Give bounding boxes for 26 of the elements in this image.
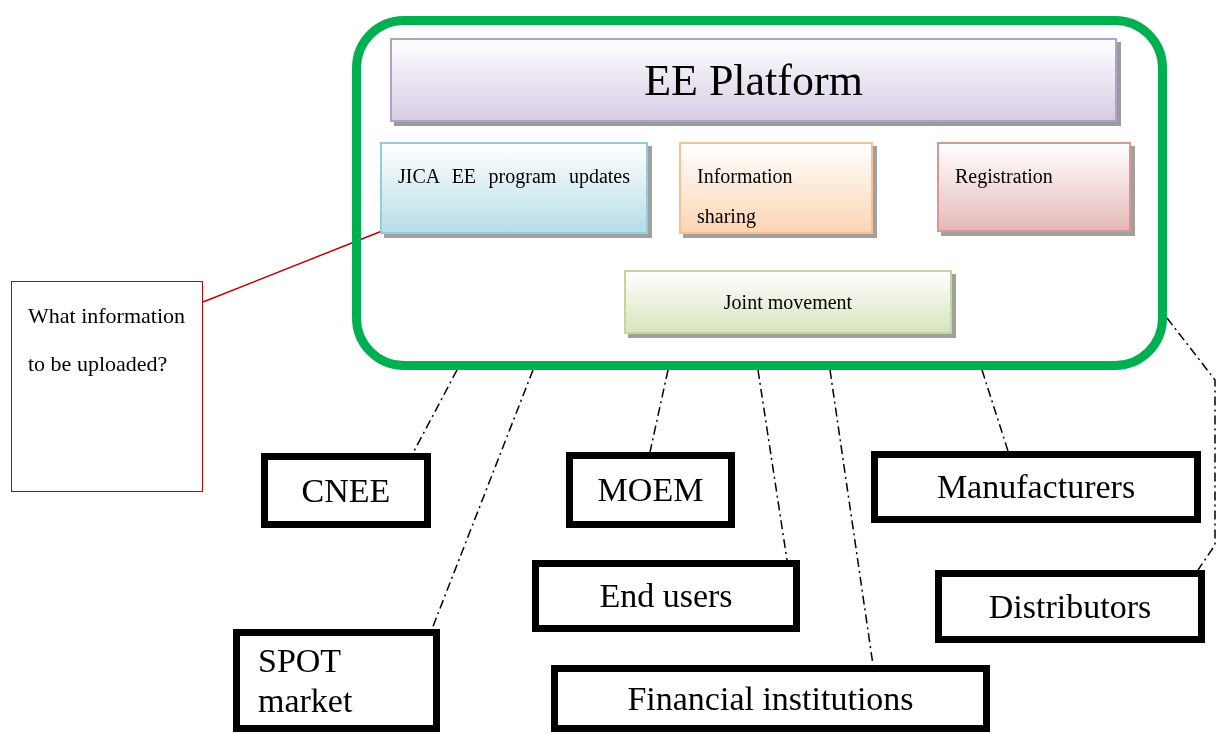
node-text: MOEM <box>597 470 704 510</box>
node-text: JICA EE program updates <box>398 164 630 190</box>
node-text: SPOT market <box>258 640 354 721</box>
node-text: Manufacturers <box>936 467 1136 507</box>
connector-line <box>649 369 669 453</box>
platform-frame <box>352 16 1167 370</box>
connector-line <box>1166 317 1216 571</box>
stakeholder-box <box>532 560 800 632</box>
node-text: Distributors <box>988 586 1152 627</box>
node-text: Information sharing <box>697 164 794 230</box>
stakeholder-box <box>233 629 440 732</box>
connector-line <box>981 369 1009 452</box>
node-text: Financial institutions <box>627 678 914 719</box>
stakeholder-box <box>261 453 431 528</box>
connector-line <box>757 369 788 561</box>
node-text: End users <box>599 576 733 616</box>
node-text: CNEE <box>301 470 391 511</box>
node-text: Joint movement <box>723 290 853 315</box>
stakeholder-box <box>871 451 1201 523</box>
stakeholder-box <box>566 452 735 528</box>
node-text: What information to be uploaded? <box>28 302 186 378</box>
stakeholder-box <box>935 570 1205 643</box>
stakeholder-box <box>551 665 990 732</box>
node-text: Registration <box>955 164 1054 190</box>
callout-box <box>11 281 203 492</box>
node-text: EE Platform <box>644 54 863 106</box>
